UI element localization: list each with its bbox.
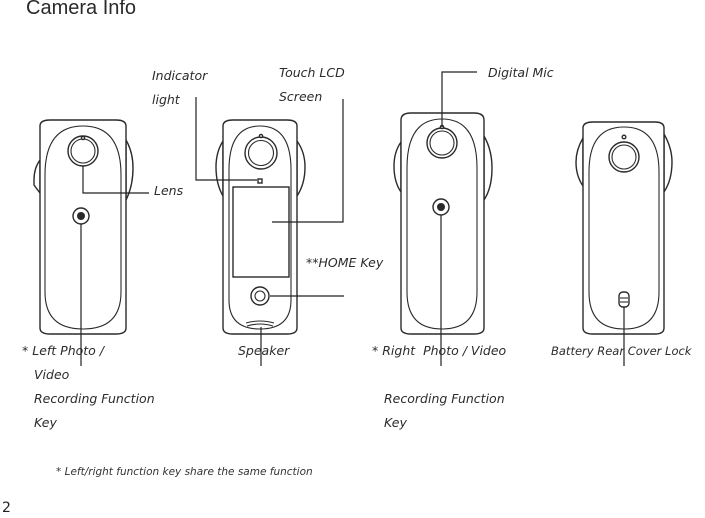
footnote: * Left/right function key share the same…: [56, 466, 313, 478]
home-key-label: **HOME Key: [306, 255, 384, 270]
camera-back-view: [575, 121, 673, 335]
indicator-light-leader: [195, 97, 257, 181]
leader-lines: [80, 71, 625, 366]
speaker-label: Speaker: [238, 343, 290, 358]
lens-label: Lens: [154, 183, 184, 198]
camera-front-view: [215, 119, 306, 335]
right-photo-video-key-label: * Right Photo / Video Recording Function…: [372, 343, 507, 430]
touch-lcd-screen-label: Touch LCD Screen: [279, 65, 345, 104]
lens-icon: [67, 135, 99, 167]
speaker-icon: [245, 320, 275, 324]
digital-mic-label: Digital Mic: [488, 65, 554, 80]
battery-rear-cover-lock-icon: [618, 291, 630, 308]
back-lens-icon: [608, 141, 640, 173]
camera-right-side-view: [393, 112, 493, 335]
left-photo-video-key-label: * Left Photo / Video Recording Function …: [22, 343, 155, 430]
touch-lcd-screen-leader: [272, 99, 344, 223]
digital-mic-leader: [441, 71, 477, 127]
battery-rear-cover-lock-label: Battery Rear Cover Lock: [551, 344, 692, 358]
page-title: Camera Info: [26, 0, 137, 19]
front-lens-icon: [244, 136, 278, 170]
indicator-light-label: Indicator light: [152, 68, 208, 107]
lens-leader: [82, 166, 149, 194]
indicator-light-icon: [257, 178, 263, 184]
page-number: 2: [2, 500, 11, 516]
camera-left-side-view: [33, 119, 134, 335]
touch-lcd-screen-icon: [232, 186, 290, 278]
right-lens-icon: [426, 127, 458, 159]
home-key-icon: [250, 286, 270, 306]
